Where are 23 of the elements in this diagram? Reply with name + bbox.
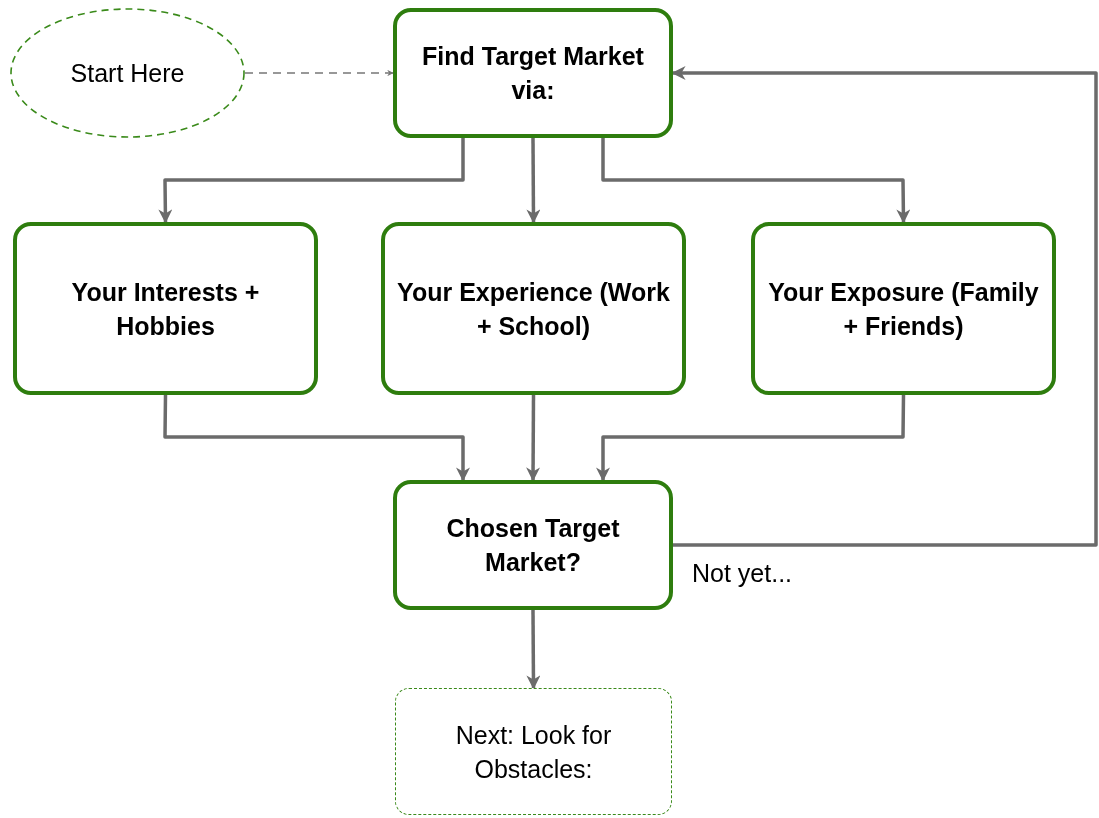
arrow	[596, 394, 906, 482]
next-step-box	[395, 688, 672, 815]
process-box	[381, 222, 686, 395]
process-box	[751, 222, 1056, 395]
arrow	[671, 66, 1098, 547]
node-text: Chosen Target Market?	[445, 513, 621, 578]
arrow	[526, 610, 541, 690]
node-text: Your Experience (Work + School)	[397, 276, 670, 342]
arrow	[158, 138, 465, 224]
arrow	[601, 138, 911, 224]
arrow	[244, 69, 394, 77]
process-box	[393, 480, 673, 610]
process-box	[393, 8, 673, 138]
start-ellipse	[10, 8, 245, 138]
node-text: Start Here	[69, 58, 186, 89]
node-text: Find Target Market via:	[421, 41, 645, 106]
node-text: Your Exposure (Family + Friends)	[767, 276, 1040, 342]
arrow	[526, 138, 541, 224]
arrow	[526, 395, 541, 482]
process-box	[13, 222, 318, 395]
node-text: Your Interests + Hobbies	[70, 276, 261, 342]
node-text: Next: Look for Obstacles:	[454, 719, 613, 785]
arrow	[163, 394, 470, 482]
